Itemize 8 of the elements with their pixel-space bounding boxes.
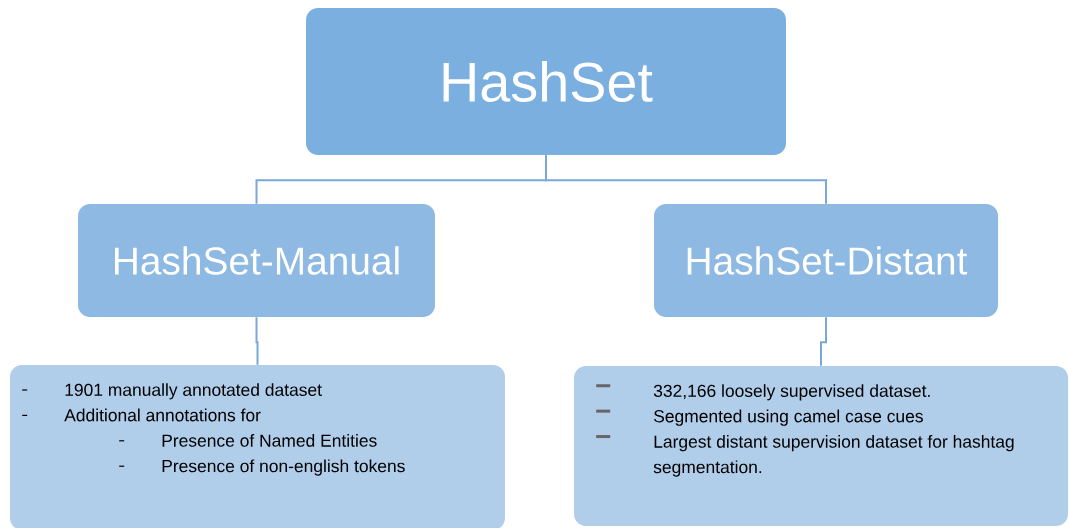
category-box: HashSet-Manual	[78, 204, 435, 317]
connector-line	[255, 316, 259, 366]
description-box: 1901 manually annotated dataset Additional annotations for Presence of Named Entities Presence of non-english tokens	[10, 365, 505, 528]
connector-line	[820, 316, 827, 367]
category-box: HashSet-Distant	[654, 204, 998, 317]
description-box: 332,166 loosely supervised dataset. Segmented using camel case cues Largest distant supervision dataset for hashtag segmentation.	[574, 366, 1068, 526]
root-box: HashSet	[306, 8, 786, 155]
connector-line	[545, 154, 827, 205]
